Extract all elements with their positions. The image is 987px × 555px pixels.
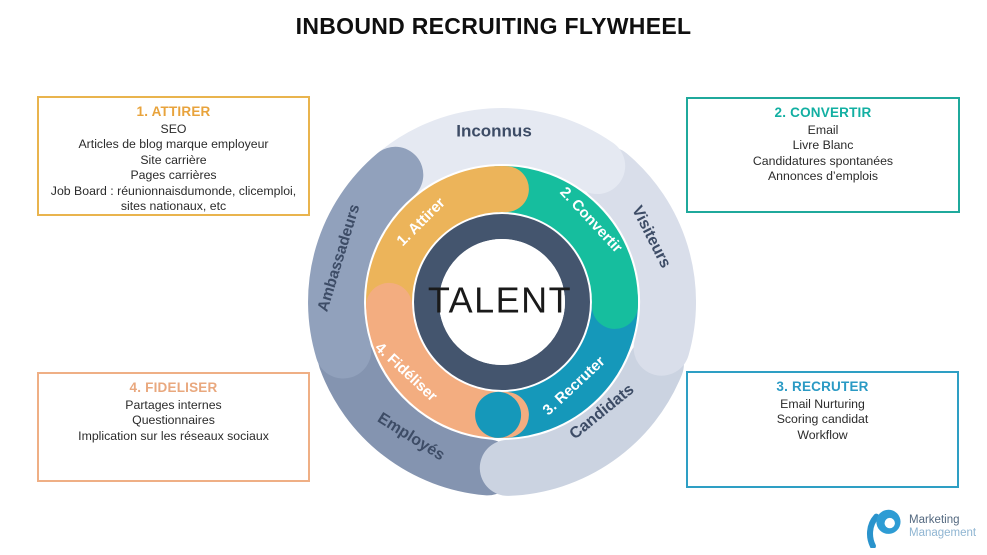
center-label: TALENT (428, 280, 572, 321)
action-ring (366, 166, 638, 438)
arc-attirer (366, 166, 529, 329)
box-line: SEO (160, 122, 187, 136)
fideliser-box-title: 4. FIDELISER (129, 380, 218, 395)
logo-line-1: Marketing (909, 514, 960, 526)
recruter-box-title: 3. RECRUTER (776, 379, 869, 394)
box-line: Annonces d’emplois (767, 169, 879, 184)
marketing-management-logo-icon (867, 509, 901, 548)
arc-candidats (479, 336, 684, 496)
arc-visiteurs (580, 146, 696, 376)
box-line: Articles de blog marque employeur (78, 137, 269, 152)
box-line: Implication sur les réseaux sociaux (78, 428, 269, 443)
marketing-management-logo: Marketing Management (866, 506, 976, 548)
attirer-box-title: 1. ATTIRER (136, 104, 211, 119)
box-line: Site carrière (140, 152, 207, 167)
arc-ambassadeurs (308, 146, 424, 379)
box-line: Livre Blanc (792, 138, 854, 153)
arc-employes (318, 330, 516, 496)
box-line: Workflow (797, 427, 848, 442)
box-line: Candidatures spontanées (752, 153, 894, 168)
flywheel-diagram: TALENT Inconnus Visiteurs Candidats Empl… (308, 108, 696, 496)
logo-text: Marketing Management (909, 514, 976, 540)
box-line: Pages carrières (130, 168, 217, 183)
hub-ring (414, 214, 590, 390)
audience-ring (308, 108, 696, 496)
box-line: Scoring candidat (776, 412, 869, 427)
arc-recruter-cap (475, 391, 522, 438)
box-line: Partages internes (125, 398, 222, 412)
box-line: Email Nurturing (780, 397, 865, 411)
box-line: Job Board : réunionnaisdumonde, clicempl… (50, 183, 297, 214)
logo-line-2: Management (909, 527, 977, 539)
box-line: Questionnaires (132, 413, 215, 428)
convertir-box-title: 2. CONVERTIR (774, 105, 872, 120)
stage-label-inconnus: Inconnus (456, 122, 532, 141)
page-title: INBOUND RECRUITING FLYWHEEL (295, 13, 692, 39)
box-line: Email (807, 123, 839, 137)
hub-center (439, 239, 565, 365)
